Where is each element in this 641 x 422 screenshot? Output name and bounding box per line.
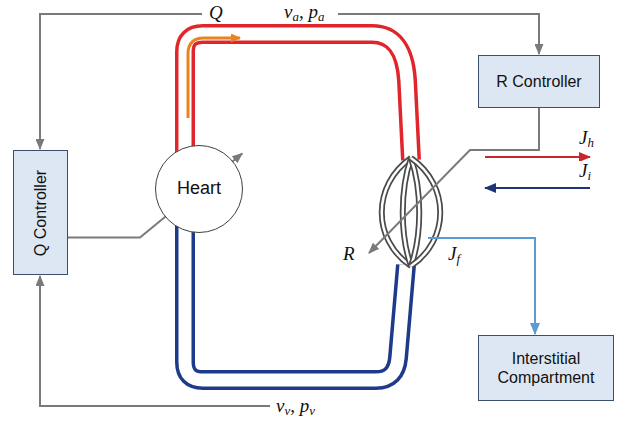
signal-line bbox=[40, 14, 202, 149]
capillary-vessel bbox=[411, 158, 419, 266]
flux-arrow bbox=[485, 156, 590, 158]
variable-label: va, pa bbox=[282, 2, 326, 23]
variable-label: vv, pv bbox=[274, 396, 317, 417]
flow-arrow bbox=[188, 38, 240, 118]
capillary-vessel bbox=[382, 158, 411, 266]
capillary-lumen bbox=[411, 158, 440, 266]
artery-tube bbox=[185, 34, 411, 160]
signal-line bbox=[40, 276, 270, 406]
flux-label: Jh bbox=[577, 128, 596, 149]
subscript: h bbox=[587, 135, 593, 150]
controller-box: Q Controller bbox=[13, 150, 68, 275]
flux-label: Jf bbox=[446, 244, 462, 265]
resistance-control-arrow bbox=[369, 108, 539, 253]
controller-box: R Controller bbox=[478, 55, 600, 108]
node-text: Heart bbox=[175, 178, 223, 200]
node-text: Interstitial Compartment bbox=[479, 349, 613, 387]
subscript: v bbox=[284, 403, 290, 418]
subscript: v bbox=[309, 403, 315, 418]
subscript: f bbox=[456, 251, 460, 266]
capillary-lumen bbox=[382, 158, 411, 266]
artery-lumen bbox=[185, 34, 411, 160]
heart-pump: Heart bbox=[155, 145, 243, 233]
node-text: R Controller bbox=[496, 72, 581, 91]
capillary-vessel bbox=[411, 158, 440, 266]
node-text: Q Controller bbox=[31, 169, 50, 255]
compartment-box: Interstitial Compartment bbox=[478, 335, 614, 401]
signal-line bbox=[338, 14, 539, 54]
filtration-arrow bbox=[428, 238, 535, 334]
vein-lumen bbox=[185, 222, 406, 380]
flux-label: Ji bbox=[577, 161, 593, 182]
subscript: i bbox=[587, 168, 591, 183]
vein-tube bbox=[185, 222, 406, 380]
subscript: a bbox=[318, 9, 324, 24]
flux-arrow bbox=[485, 187, 590, 189]
capillary-lumen bbox=[411, 158, 419, 266]
subscript: a bbox=[292, 9, 298, 24]
flow-label: Q bbox=[207, 3, 225, 24]
resistance-label: R bbox=[341, 244, 357, 265]
